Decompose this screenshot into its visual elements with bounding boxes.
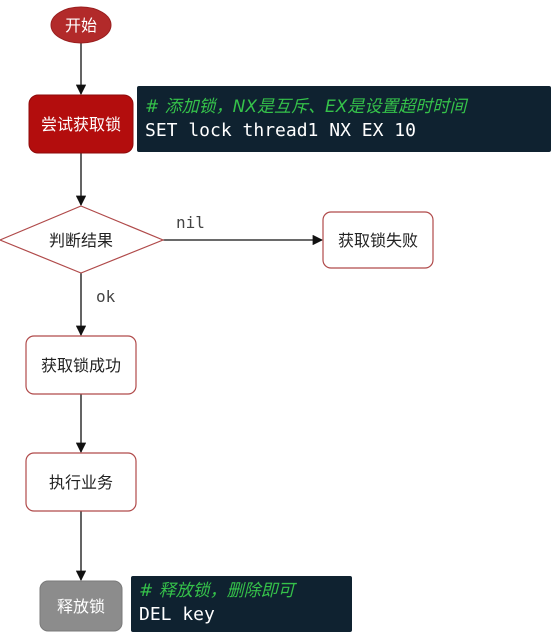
success-label: 获取锁成功 [41, 356, 121, 375]
decision-node [0, 205, 165, 274]
acquire-code-block: # 添加锁，NX是互斥、EX是设置超时时间 SET lock thread1 N… [137, 86, 551, 152]
acquire-code-command: SET lock thread1 NX EX 10 [145, 120, 416, 141]
release-node [39, 580, 123, 632]
fail-node [322, 211, 434, 269]
fail-label: 获取锁失败 [338, 231, 418, 250]
business-node [25, 452, 137, 512]
release-code-block: # 释放锁，删除即可 DEL key [131, 576, 352, 632]
start-node [50, 6, 112, 44]
try-lock-node [28, 94, 134, 154]
decision-label: 判断结果 [49, 231, 113, 250]
try-lock-label: 尝试获取锁 [41, 115, 121, 134]
release-label: 释放锁 [57, 597, 105, 616]
acquire-code-comment: # 添加锁，NX是互斥、EX是设置超时时间 [145, 97, 467, 117]
release-code-command: DEL key [139, 604, 215, 625]
edge-label-nil: nil [176, 213, 205, 232]
start-label: 开始 [65, 16, 97, 35]
edge-label-ok: ok [96, 287, 116, 306]
release-code-comment: # 释放锁，删除即可 [139, 581, 295, 601]
success-node [25, 335, 137, 395]
business-label: 执行业务 [49, 473, 113, 492]
